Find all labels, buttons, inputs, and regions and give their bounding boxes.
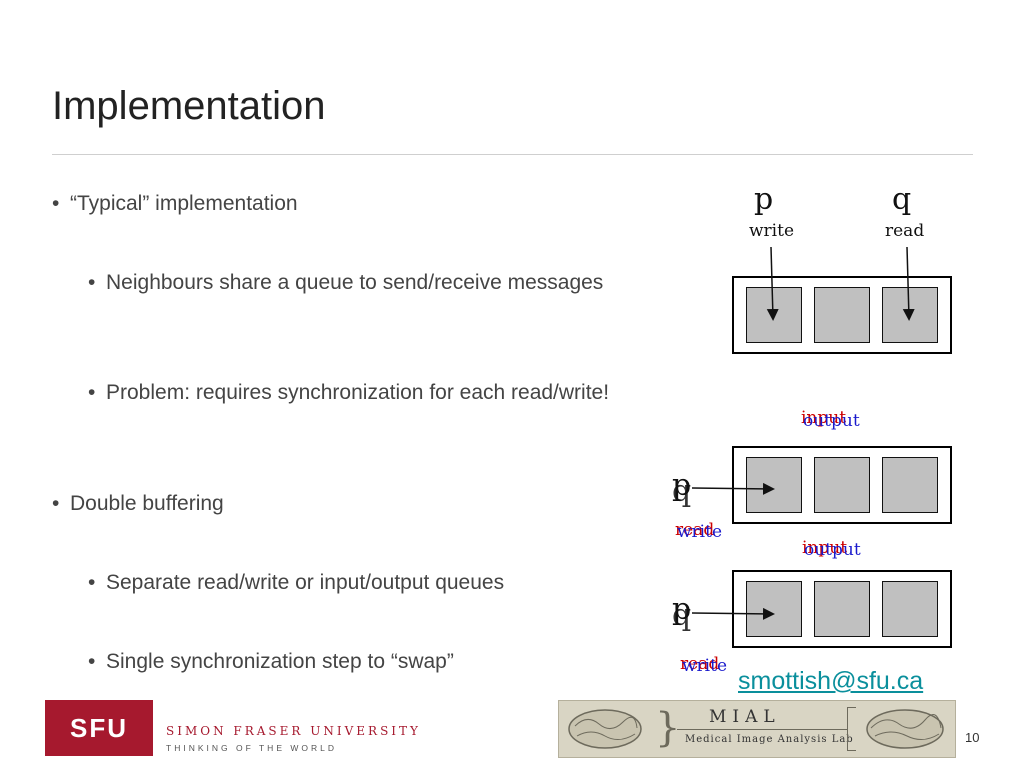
double-buffer-queue-a — [732, 446, 952, 524]
bullet-problem: • Problem: requires synchronization for … — [88, 378, 616, 408]
mial-name: MIAL — [709, 707, 781, 727]
title-divider — [52, 154, 973, 155]
queue3-arrow — [691, 607, 775, 620]
bullet-text: Double buffering — [70, 492, 224, 515]
sfu-logo: SFU — [45, 700, 153, 756]
write-arrow — [766, 246, 779, 321]
mial-full-name: Medical Image Analysis Lab — [685, 734, 854, 745]
queue-slot — [882, 457, 938, 513]
queue2-arrow — [691, 482, 775, 495]
queue2-write-label: write — [677, 522, 723, 542]
bullet-dot: • — [88, 271, 96, 294]
bracket-icon — [847, 707, 856, 751]
queue3-write-label: write — [682, 656, 728, 676]
queue3-output-label: output — [804, 540, 861, 560]
mial-rule — [677, 729, 847, 730]
bullet-typical: • “Typical” implementation — [52, 189, 630, 219]
bullet-separate: • Separate read/write or input/output qu… — [88, 568, 616, 598]
write-label: write — [749, 221, 795, 241]
bullet-text: Separate read/write or input/output queu… — [106, 571, 505, 594]
queue2-output-label: output — [803, 411, 860, 431]
queue-slot — [882, 581, 938, 637]
brain-right-icon — [866, 709, 944, 749]
sfu-tagline: THINKING OF THE WORLD — [166, 743, 337, 753]
sfu-name: SIMON FRASER UNIVERSITY — [166, 724, 421, 738]
queue3-read-label: read — [680, 654, 720, 674]
page-number: 10 — [965, 730, 980, 745]
bullet-text: “Typical” implementation — [70, 192, 298, 215]
read-arrow — [902, 246, 915, 321]
bullet-text: Problem: requires synchronization for ea… — [106, 381, 610, 404]
bullet-neighbours: • Neighbours share a queue to send/recei… — [88, 268, 616, 298]
bullet-single-sync: • Single synchronization step to “swap” — [88, 647, 616, 677]
bullet-dot: • — [88, 381, 96, 404]
queue-slot — [746, 287, 802, 343]
queue3-process-q: q — [672, 598, 692, 633]
bullet-text: Neighbours share a queue to send/receive… — [106, 271, 604, 294]
slide-title: Implementation — [52, 84, 326, 128]
process-p-label: p — [754, 182, 774, 217]
queue3-process-p: p — [672, 592, 692, 627]
brain-left-icon — [568, 709, 642, 749]
bullet-dot: • — [52, 492, 60, 515]
process-q-label: q — [892, 182, 912, 217]
queue-slot — [814, 581, 870, 637]
queue2-process-q: q — [672, 474, 692, 509]
queue2-input-label: input — [801, 408, 847, 428]
queue-slot — [746, 457, 802, 513]
bullet-dot: • — [52, 192, 60, 215]
email-link[interactable]: smottish@sfu.ca — [738, 667, 924, 695]
bullet-double-buffering: • Double buffering — [52, 489, 630, 519]
queue2-process-p: p — [672, 468, 692, 503]
queue3-input-label: input — [802, 538, 848, 558]
mial-logo: } MIAL Medical Image Analysis Lab — [558, 700, 956, 758]
read-label: read — [885, 221, 925, 241]
queue2-read-label: read — [675, 520, 715, 540]
queue-slot — [814, 457, 870, 513]
bullet-dot: • — [88, 571, 96, 594]
shared-queue — [732, 276, 952, 354]
bullet-text: Single synchronization step to “swap” — [106, 650, 454, 673]
bullet-dot: • — [88, 650, 96, 673]
brace-icon: } — [655, 705, 681, 751]
queue-slot — [814, 287, 870, 343]
